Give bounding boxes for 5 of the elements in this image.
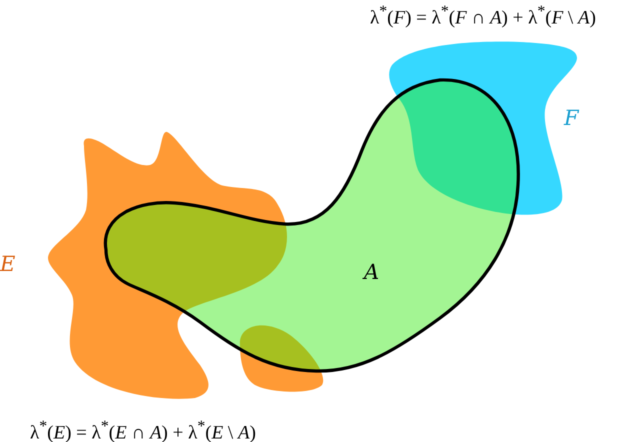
set-label: A <box>364 262 380 283</box>
set-label: F <box>564 108 579 129</box>
formula-text: λ$^{*}$(F) = λ$^{*}$(F ∩ A) + λ$^{*}$(F \ A) <box>370 3 596 30</box>
set-label: E <box>0 254 16 275</box>
formula-text: λ$^{*}$(E) = λ$^{*}$(E ∩ A) + λ$^{*}$(E \ A) <box>30 418 256 442</box>
